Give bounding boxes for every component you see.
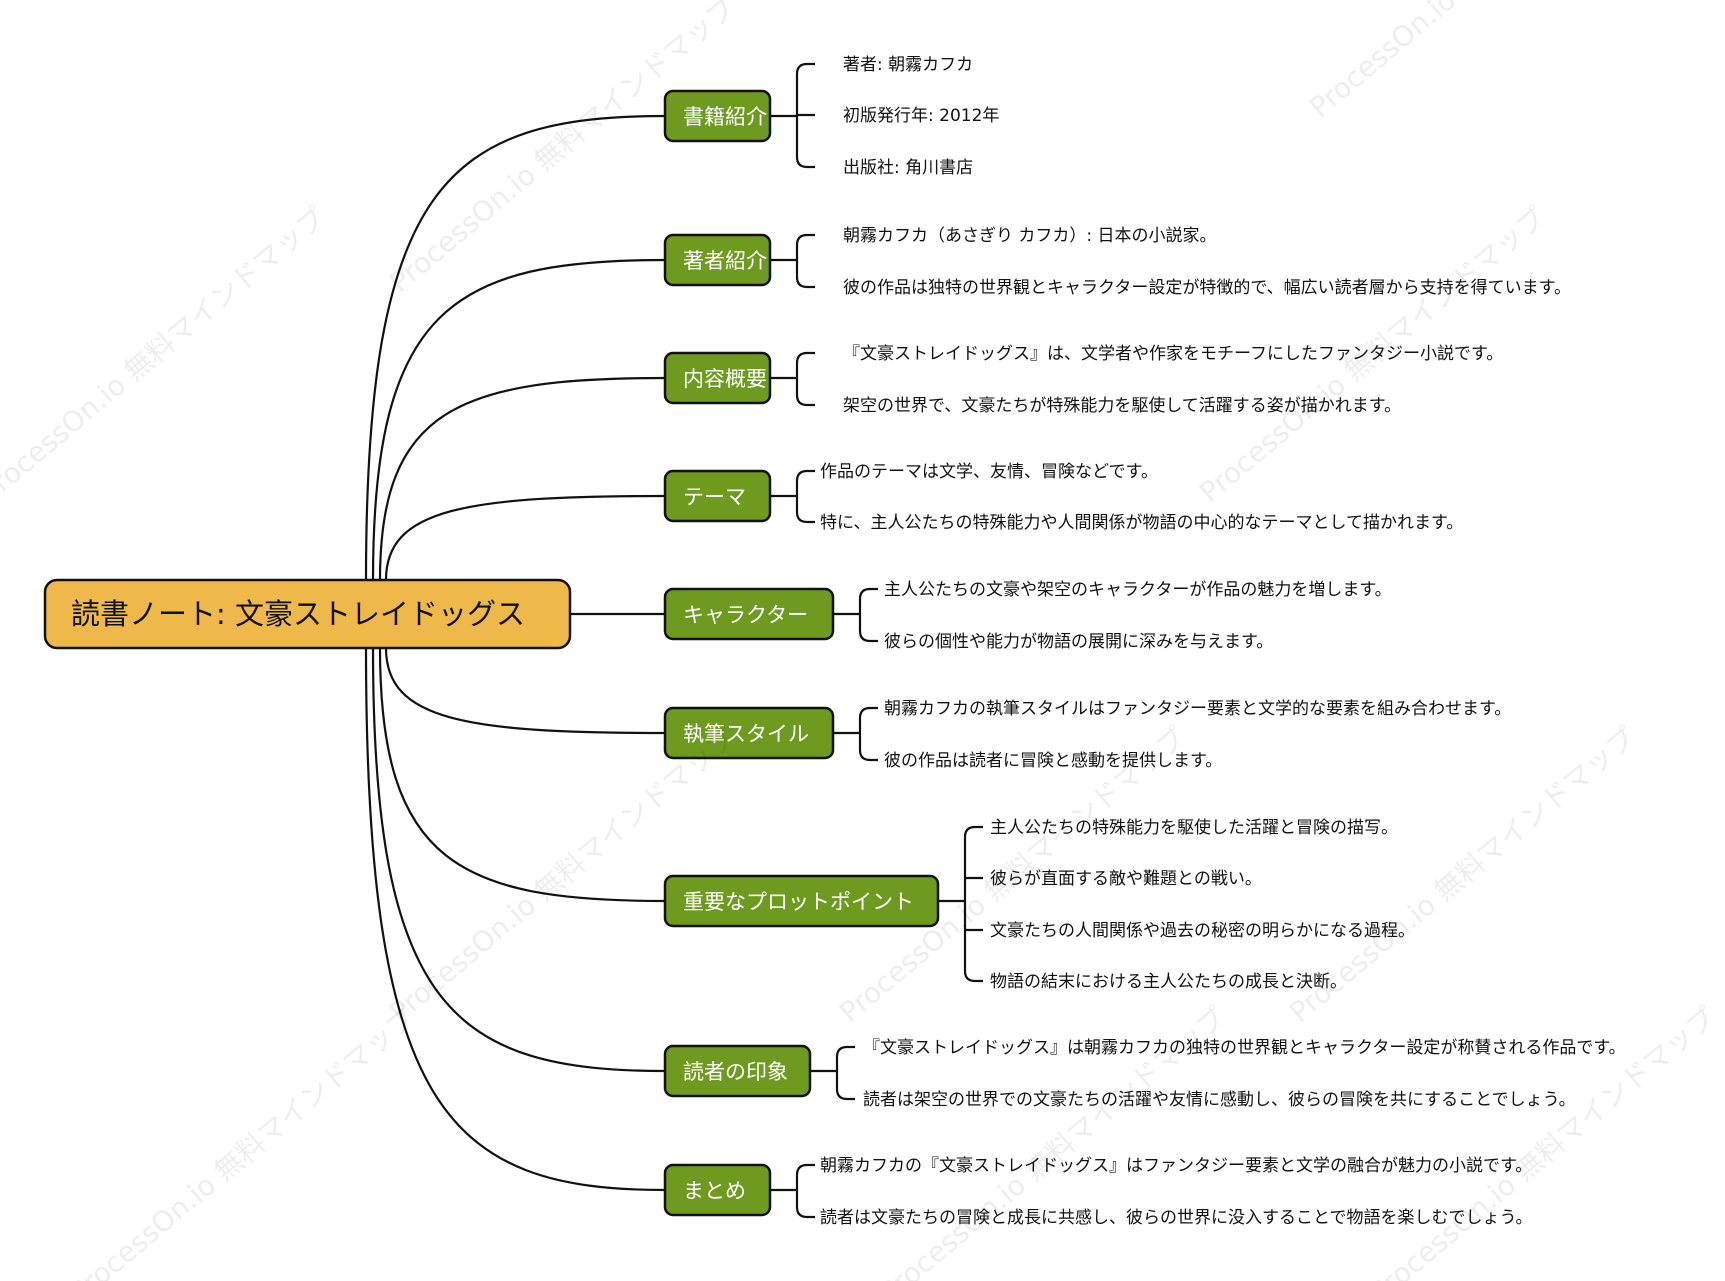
- branch-node[interactable]: 重要なプロットポイント: [663, 874, 940, 928]
- leaf-text: 物語の結末における主人公たちの成長と決断。: [990, 972, 1347, 992]
- leaf-text: 文豪たちの人間関係や過去の秘密の明らかになる過程。: [990, 920, 1415, 941]
- root-node[interactable]: 読書ノート: 文豪ストレイドッグス: [43, 578, 572, 650]
- connector-layer: [364, 62, 983, 1219]
- branch-node-label: 著者紹介: [683, 249, 767, 273]
- leaf-text: 『文豪ストレイドッグス』は、文学者や作家をモチーフにしたファンタジー小説です。: [843, 343, 1503, 364]
- leaf-text: 彼らの個性や能力が物語の展開に深みを与えます。: [884, 632, 1273, 652]
- branch-node-box: [663, 706, 835, 760]
- leaf-connector: [858, 630, 878, 643]
- branch-node[interactable]: 読者の印象: [663, 1044, 812, 1098]
- branch-connector: [378, 376, 666, 581]
- leaf-text: 主人公たちの文豪や架空のキャラクターが作品の魅力を増します。: [884, 579, 1392, 600]
- branch-node-box: [663, 1163, 772, 1217]
- branch-node[interactable]: テーマ: [663, 469, 772, 523]
- branch-node-label: テーマ: [683, 485, 746, 509]
- leaf-text: 彼の作品は読者に冒険と感動を提供します。: [884, 751, 1222, 771]
- leaf-text: 初版発行年: 2012年: [843, 106, 999, 126]
- branch-node-label: 内容概要: [683, 367, 767, 391]
- leaf-connector: [858, 749, 878, 762]
- branch-node-box: [663, 233, 772, 287]
- leaf-connector: [795, 511, 815, 524]
- leaf-connector: [835, 1088, 855, 1101]
- leaf-text: 作品のテーマは文学、友情、冒険などです。: [820, 462, 1158, 482]
- root-node-label: 読書ノート: 文豪ストレイドッグス: [71, 597, 525, 631]
- branch-node-box: [663, 1044, 812, 1098]
- leaf-connector: [858, 587, 878, 600]
- branch-connector: [364, 647, 666, 1192]
- leaf-text: 朝霧カフカの『文豪ストレイドッグス』はファンタジー要素と文学の融合が魅力の小説で…: [820, 1155, 1532, 1176]
- branch-node-label: 執筆スタイル: [683, 722, 809, 746]
- leaf-text: 読者は架空の世界での文豪たちの活躍や友情に感動し、彼らの冒険を共にすることでしょ…: [863, 1089, 1576, 1110]
- leaf-text: 朝霧カフカの執筆スタイルはファンタジー要素と文学的な要素を組み合わせます。: [884, 699, 1511, 719]
- branch-connector: [378, 647, 666, 903]
- leaf-text: 特に、主人公たちの特殊能力や人間関係が物語の中心的なテーマとして描かれます。: [820, 513, 1463, 533]
- branch-connector: [384, 647, 666, 735]
- leaf-connector: [963, 970, 983, 983]
- branch-node-label: 書籍紹介: [683, 105, 767, 129]
- leaf-connector: [858, 706, 878, 719]
- branch-node-box: [663, 89, 772, 143]
- leaf-connector: [795, 1163, 815, 1176]
- leaf-text: 読者は文豪たちの冒険と成長に共感し、彼らの世界に没入することで物語を楽しむでしょ…: [820, 1207, 1532, 1228]
- branch-node-label: 重要なプロットポイント: [683, 890, 914, 914]
- leaf-text: 彼の作品は独特の世界観とキャラクター設定が特徴的で、幅広い読者層から支持を得てい…: [843, 278, 1571, 298]
- leaf-text: 出版社: 角川書店: [843, 158, 973, 178]
- branch-node-box: [663, 874, 940, 928]
- leaf-text: 著者: 朝霧カフカ: [843, 55, 973, 75]
- branch-connector: [371, 647, 666, 1073]
- leaf-connector: [795, 1206, 815, 1219]
- branch-node-box: [663, 469, 772, 523]
- branch-node[interactable]: 著者紹介: [663, 233, 772, 287]
- leaf-connector: [795, 233, 815, 246]
- branch-node-label: キャラクター: [683, 603, 808, 627]
- branch-node[interactable]: 書籍紹介: [663, 89, 772, 143]
- branch-node-label: まとめ: [683, 1179, 746, 1203]
- leaf-text: 『文豪ストレイドッグス』は朝霧カフカの独特の世界観とキャラクター設定が称賛される…: [863, 1037, 1626, 1058]
- leaf-text: 彼らが直面する敵や難題との戦い。: [990, 869, 1262, 889]
- leaf-connector: [963, 825, 983, 838]
- leaf-connector: [835, 1045, 855, 1058]
- branch-node-label: 読者の印象: [683, 1060, 788, 1084]
- leaf-text: 架空の世界で、文豪たちが特殊能力を駆使して活躍する姿が描かれます。: [843, 395, 1401, 416]
- leaf-connector: [795, 351, 815, 364]
- root-node-box: [43, 578, 572, 650]
- leaf-connector: [795, 276, 815, 289]
- leaf-text: 朝霧カフカ（あさぎり カフカ）: 日本の小説家。: [843, 226, 1217, 246]
- branch-node[interactable]: 執筆スタイル: [663, 706, 835, 760]
- branch-node-box: [663, 587, 835, 641]
- leaf-text: 主人公たちの特殊能力を駆使した活躍と冒険の描写。: [990, 817, 1398, 838]
- branch-node[interactable]: キャラクター: [663, 587, 835, 641]
- branch-connector: [384, 494, 666, 581]
- branch-node[interactable]: 内容概要: [663, 351, 772, 405]
- branch-connector: [371, 258, 666, 581]
- branch-node[interactable]: まとめ: [663, 1163, 772, 1217]
- leaf-connector: [795, 156, 815, 169]
- branch-node-box: [663, 351, 772, 405]
- leaf-connector: [795, 62, 815, 75]
- leaf-connector: [795, 394, 815, 407]
- leaf-connector: [795, 469, 815, 482]
- branch-connector: [364, 114, 666, 581]
